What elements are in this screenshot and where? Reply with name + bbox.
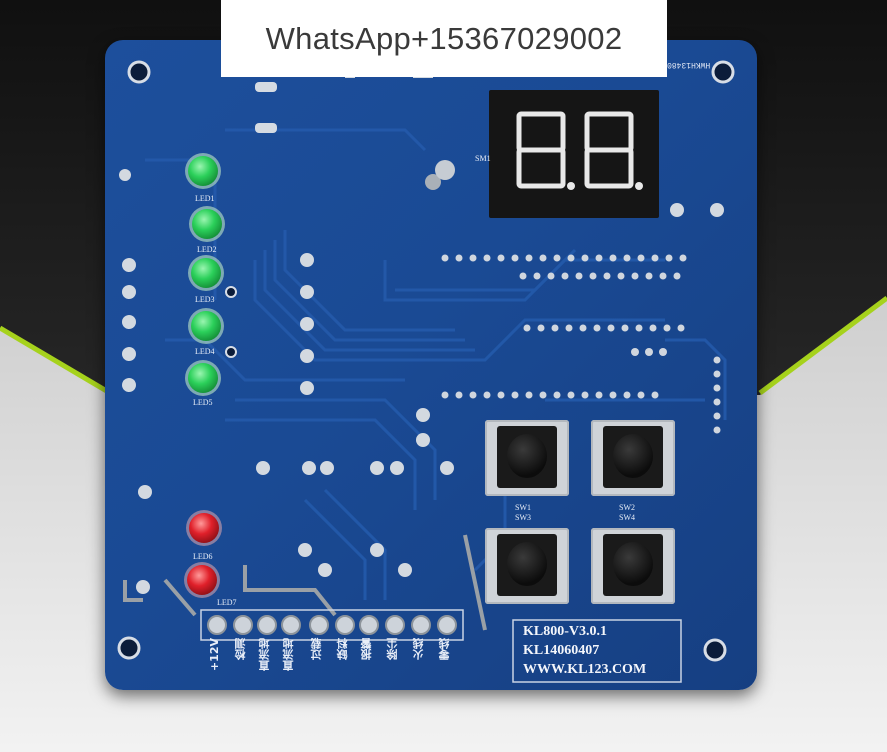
terminal-label-4: 直流地 — [282, 638, 295, 671]
pcb-board: SM1 — [105, 40, 757, 690]
green-led-2 — [189, 206, 225, 242]
terminal-label-3: 直流地 — [258, 638, 271, 671]
led-label-7: LED7 — [217, 598, 237, 607]
switch-label-sw2: SW2 — [619, 503, 635, 512]
seven-segment-display — [489, 90, 659, 218]
display-label: SM1 — [475, 154, 491, 163]
terminal-label-9: 火线 — [412, 638, 425, 660]
green-led-1 — [185, 153, 221, 189]
terminal-label-8: 除尘 — [386, 638, 399, 660]
serial-text: KL14060407 — [523, 643, 600, 658]
led-group — [119, 153, 724, 635]
switch-sw3[interactable] — [485, 528, 569, 604]
red-led-6 — [186, 510, 222, 546]
led-label-6: LED6 — [193, 552, 213, 561]
switch-label-sw1: SW1 — [515, 503, 531, 512]
terminal-label-6: 缺料 — [336, 638, 349, 660]
terminal-label-5: 过载 — [310, 638, 323, 660]
green-led-5 — [185, 360, 221, 396]
model-text: KL800-V3.0.1 — [523, 624, 607, 639]
switch-sw1[interactable] — [485, 420, 569, 496]
terminal-label-1: +12V — [208, 638, 221, 672]
led-label-3: LED3 — [195, 295, 215, 304]
red-led-7 — [184, 562, 220, 598]
digit-segments — [516, 111, 643, 190]
led-label-2: LED2 — [197, 245, 217, 254]
switch-sw4[interactable] — [591, 528, 675, 604]
green-led-4 — [188, 308, 224, 344]
switch-label-sw3: SW3 — [515, 513, 531, 522]
led-label-5: LED5 — [193, 398, 213, 407]
terminal-label-2: 检测 — [234, 638, 247, 660]
watermark-banner: WhatsApp+15367029002 — [221, 0, 667, 77]
green-led-3 — [188, 255, 224, 291]
mounting-holes — [117, 60, 735, 662]
led-label-4: LED4 — [195, 347, 215, 356]
switch-sw2[interactable] — [591, 420, 675, 496]
top-code: HWKH13480 — [667, 60, 711, 69]
led-label-1: LED1 — [195, 194, 215, 203]
switch-label-sw4: SW4 — [619, 513, 635, 522]
website-text: WWW.KL123.COM — [523, 662, 647, 677]
terminal-pads — [207, 615, 457, 635]
terminal-label-10: 零线 — [438, 638, 451, 660]
terminal-label-7: 报警 — [360, 638, 373, 660]
watermark-text: WhatsApp+15367029002 — [265, 20, 623, 56]
